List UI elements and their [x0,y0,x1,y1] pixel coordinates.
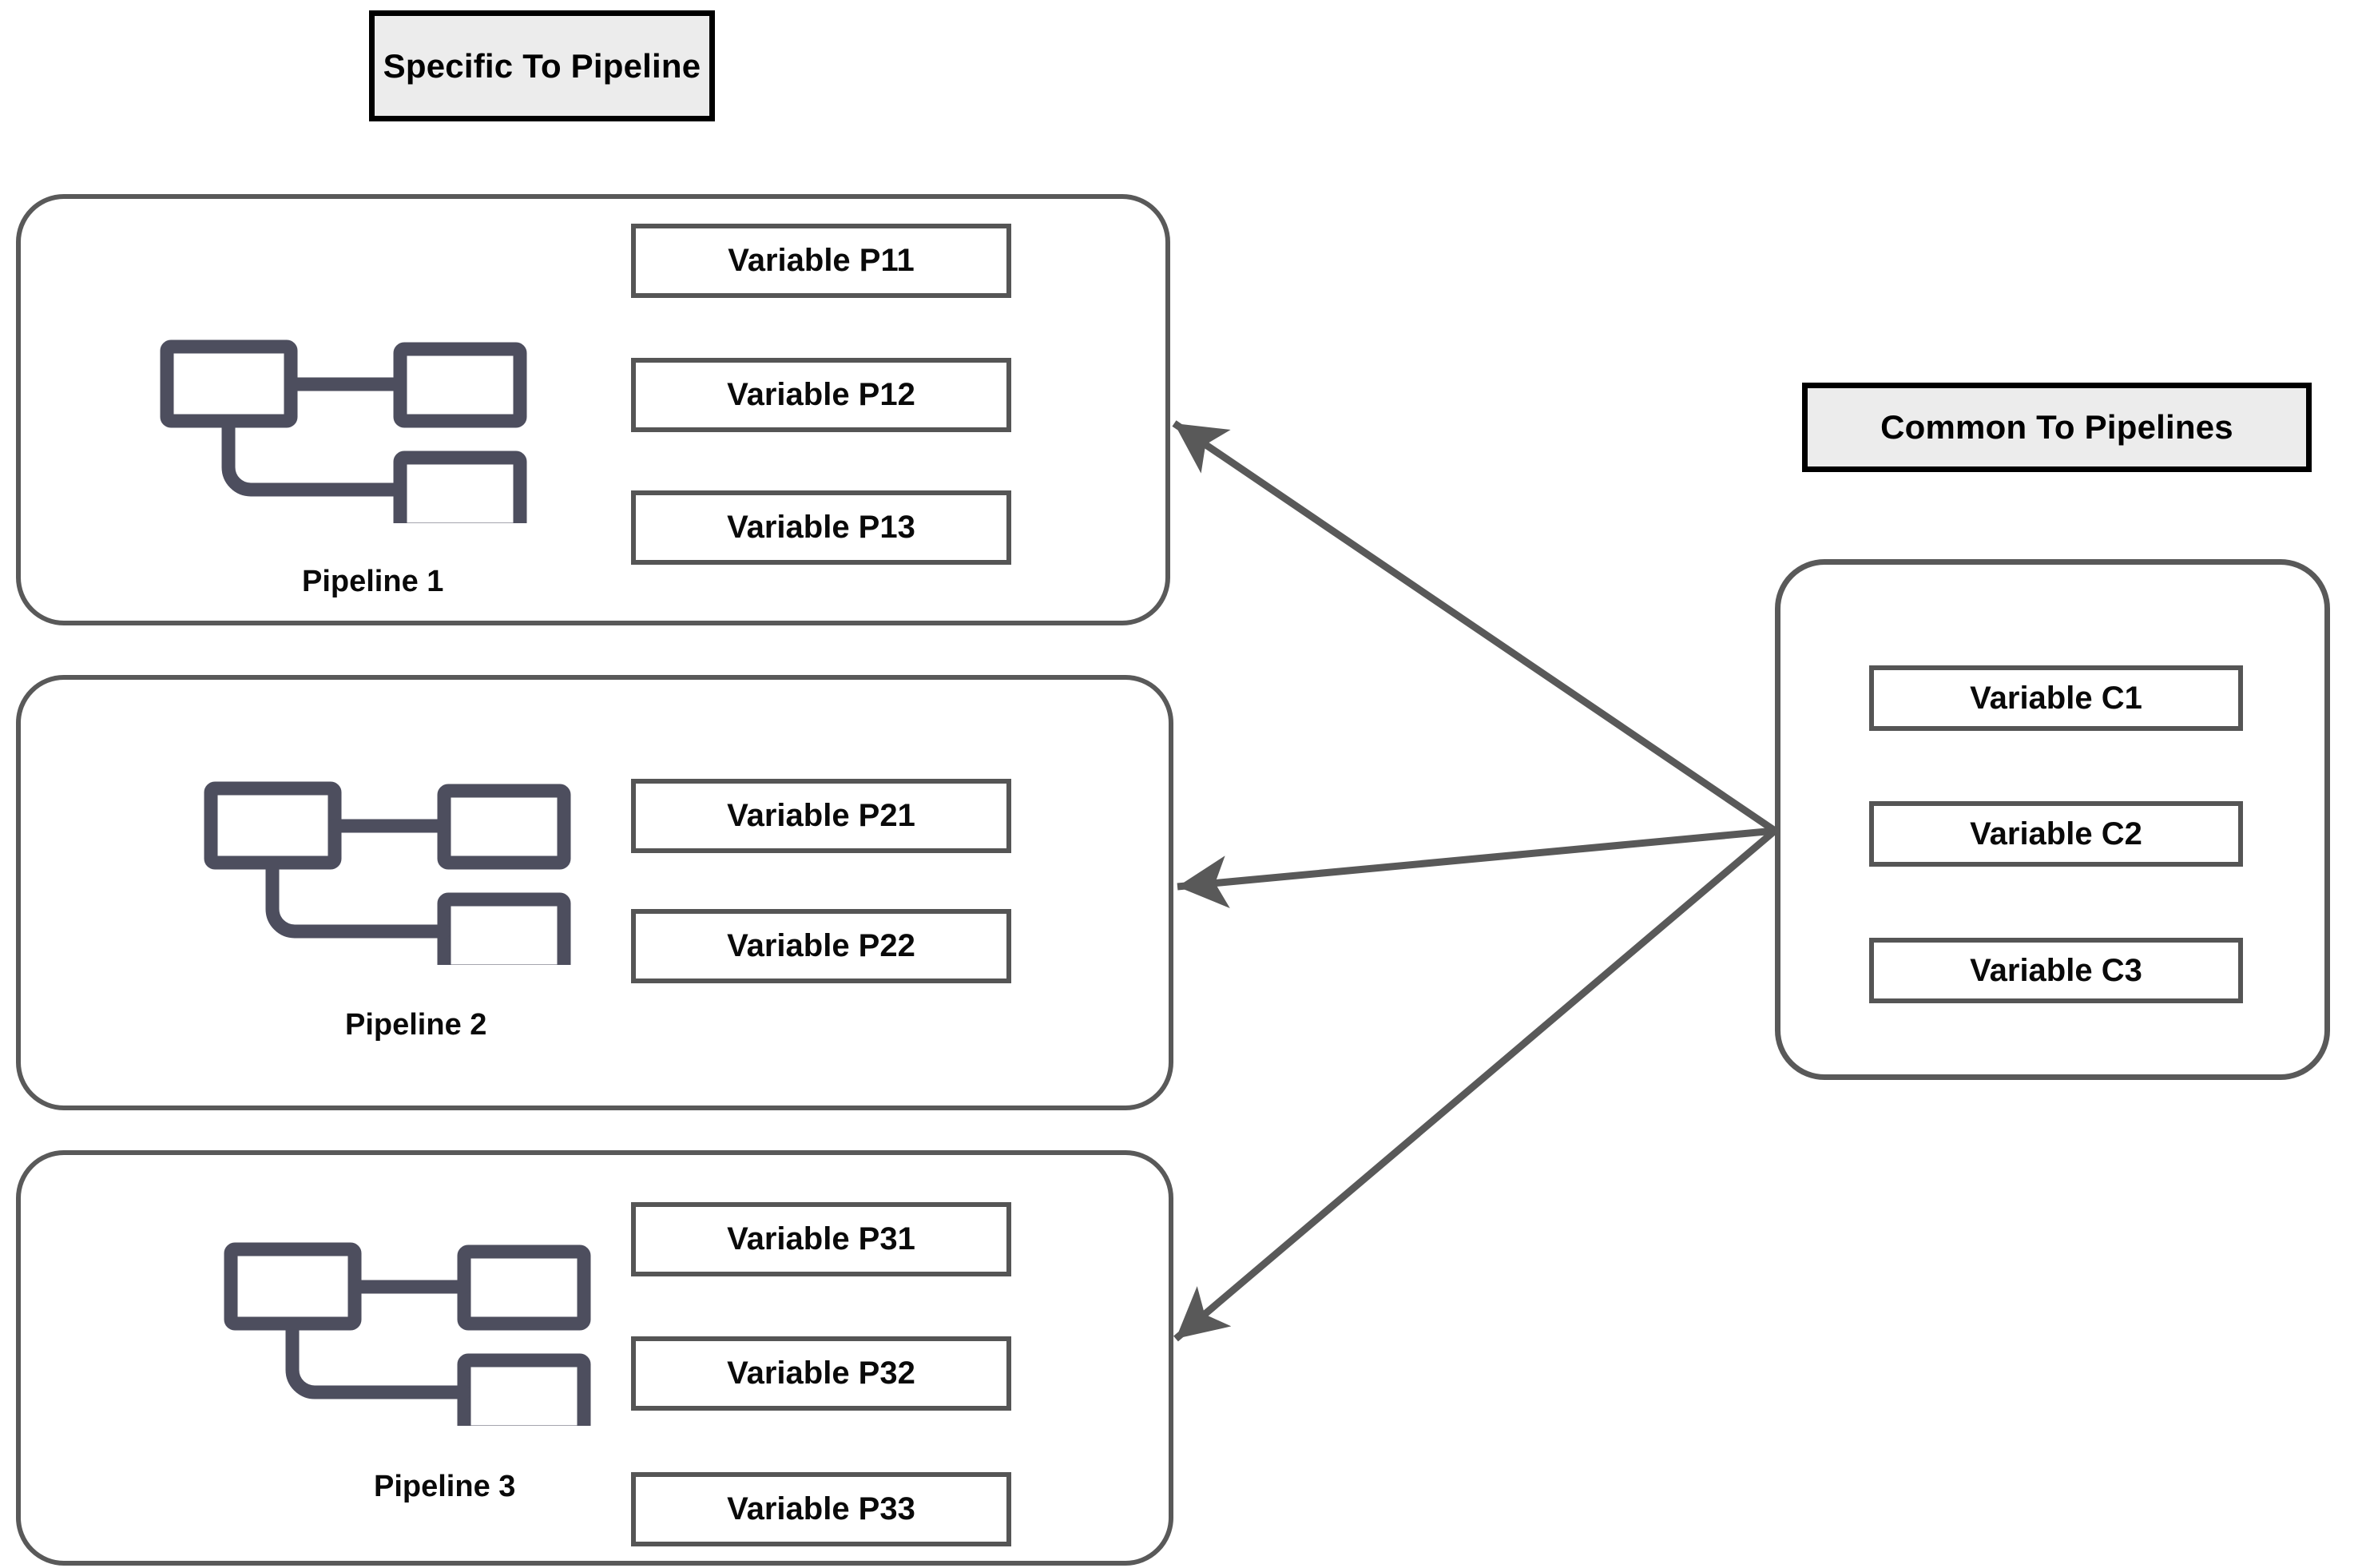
arrow-common-to-pipeline-1 [1172,420,1777,834]
variable-box: Variable P12 [631,358,1011,432]
variable-label: Variable C2 [1970,816,2142,851]
pipeline-caption-3: Pipeline 3 [374,1470,516,1503]
variable-label: Variable P21 [727,798,915,833]
variable-label: Variable P32 [727,1356,915,1391]
variable-label: Variable C1 [1970,680,2142,716]
variable-label: Variable C3 [1970,952,2142,988]
pipeline-branch-icon [160,339,527,523]
variable-label: Variable P22 [727,928,915,963]
variable-label: Variable P13 [727,510,915,545]
arrow-common-to-pipeline-3 [1173,828,1777,1342]
variable-box: Variable P11 [631,224,1011,298]
header-specific-label: Specific To Pipeline [383,46,701,85]
pipeline-caption-1: Pipeline 1 [302,565,444,598]
variable-box: Variable P32 [631,1336,1011,1411]
arrow-common-to-pipeline-2 [1177,827,1776,908]
header-common-to-pipelines: Common To Pipelines [1802,383,2312,472]
variable-box: Variable C2 [1869,801,2243,867]
header-common-label: Common To Pipelines [1880,408,2233,446]
pipeline-caption-2: Pipeline 2 [345,1008,487,1042]
variable-box: Variable C1 [1869,665,2243,731]
pipeline-branch-icon [224,1242,591,1426]
pipeline-group-2 [16,675,1173,1110]
variable-label: Variable P33 [727,1491,915,1526]
variable-box: Variable C3 [1869,938,2243,1003]
variable-label: Variable P31 [727,1221,915,1256]
variable-box: Variable P31 [631,1202,1011,1276]
variable-box: Variable P13 [631,490,1011,565]
header-specific-to-pipeline: Specific To Pipeline [369,10,715,121]
pipeline-branch-icon [204,781,571,965]
variable-box: Variable P21 [631,779,1011,853]
variable-box: Variable P22 [631,909,1011,983]
variable-label: Variable P12 [727,377,915,412]
variable-box: Variable P33 [631,1472,1011,1546]
variable-label: Variable P11 [728,243,915,278]
